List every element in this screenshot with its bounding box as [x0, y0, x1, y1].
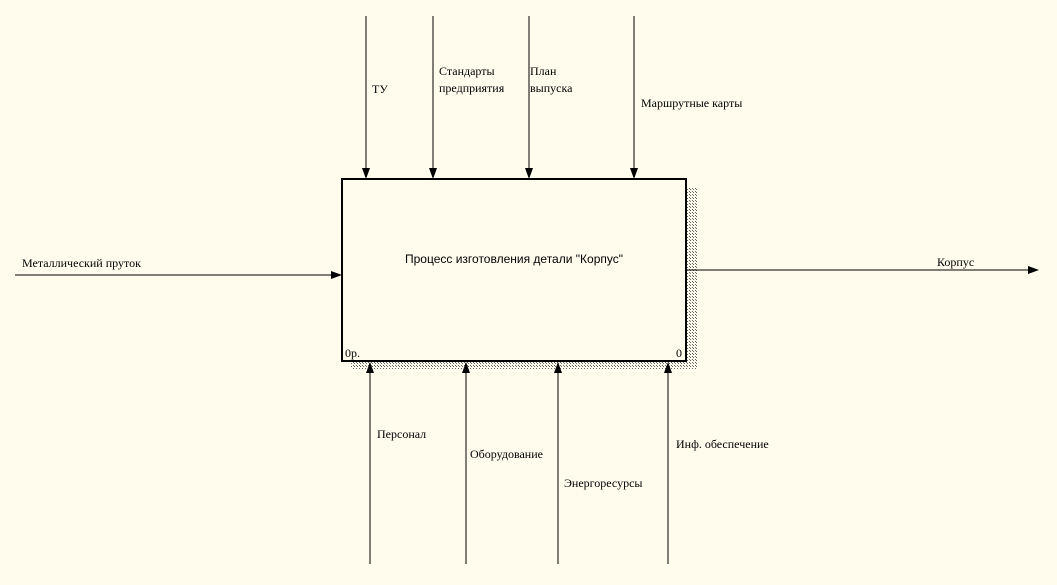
control-arrow-plan[interactable]: [525, 16, 533, 179]
mechanism-arrow-personnel[interactable]: [366, 362, 374, 564]
process-box[interactable]: [341, 178, 687, 362]
control-arrow-tu[interactable]: [362, 16, 370, 179]
control-label-route-cards: Маршрутные карты: [641, 96, 743, 110]
mechanism-label-energy: Энергоресурсы: [564, 476, 643, 490]
mechanism-arrow-energy[interactable]: [554, 362, 562, 564]
process-box-shadow: [351, 188, 697, 369]
control-label-tu: ТУ: [372, 82, 388, 96]
process-node-number: 0: [676, 346, 682, 360]
control-arrow-route-cards[interactable]: [630, 16, 638, 179]
mechanism-arrow-info[interactable]: [664, 362, 672, 564]
control-arrow-standards[interactable]: [429, 16, 437, 179]
process-cost: 0р.: [345, 346, 360, 360]
input-label: Металлический пруток: [22, 256, 141, 270]
input-arrow[interactable]: [15, 271, 342, 279]
output-arrow[interactable]: [687, 266, 1039, 274]
control-label-standards: Стандарты предприятия: [439, 64, 505, 95]
mechanism-label-info: Инф. обеспечение: [676, 437, 769, 451]
output-label: Корпус: [937, 255, 975, 269]
mechanism-label-equipment: Оборудование: [470, 447, 543, 461]
mechanism-arrow-equipment[interactable]: [462, 362, 470, 564]
process-title: Процесс изготовления детали "Корпус": [405, 252, 623, 266]
control-label-plan: План выпуска: [530, 64, 573, 95]
mechanism-label-personnel: Персонал: [377, 427, 427, 441]
